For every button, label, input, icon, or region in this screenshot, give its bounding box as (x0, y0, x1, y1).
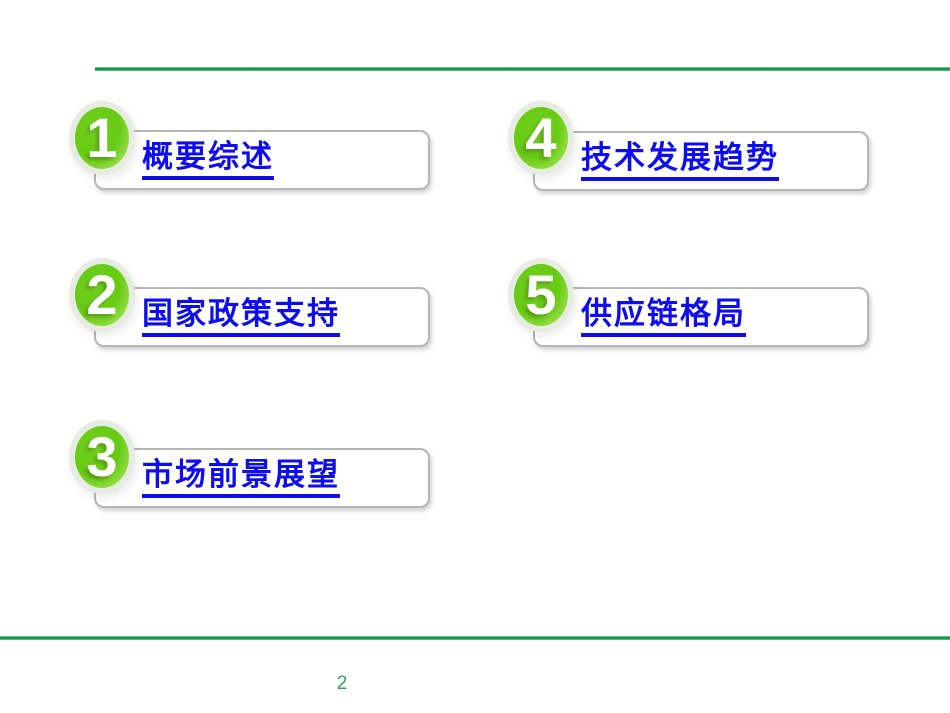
item-2-link[interactable]: 国家政策支持 (142, 296, 340, 338)
item-2-number-badge: 2 (75, 264, 129, 326)
item-5-number: 5 (525, 263, 557, 326)
item-1-box[interactable]: 概要综述 (94, 130, 430, 190)
item-3-number: 3 (86, 425, 118, 488)
item-4-box[interactable]: 技术发展趋势 (533, 131, 869, 191)
bottom-divider-line (0, 636, 950, 640)
item-5-box[interactable]: 供应链格局 (533, 287, 869, 347)
item-4-link[interactable]: 技术发展趋势 (581, 140, 779, 182)
item-5-number-badge: 5 (514, 264, 568, 326)
item-1-number: 1 (86, 106, 118, 169)
item-1-number-badge: 1 (75, 107, 129, 169)
item-1-link[interactable]: 概要综述 (142, 139, 274, 181)
item-4-number: 4 (525, 106, 557, 169)
item-2-number: 2 (86, 263, 118, 326)
item-3-box[interactable]: 市场前景展望 (94, 448, 430, 508)
item-4-number-badge: 4 (514, 107, 568, 169)
top-divider-line (95, 67, 950, 71)
item-3-link[interactable]: 市场前景展望 (142, 457, 340, 499)
item-3-number-badge: 3 (75, 426, 129, 488)
item-5-link[interactable]: 供应链格局 (581, 296, 746, 338)
page-number: 2 (336, 673, 348, 694)
item-2-box[interactable]: 国家政策支持 (94, 287, 430, 347)
